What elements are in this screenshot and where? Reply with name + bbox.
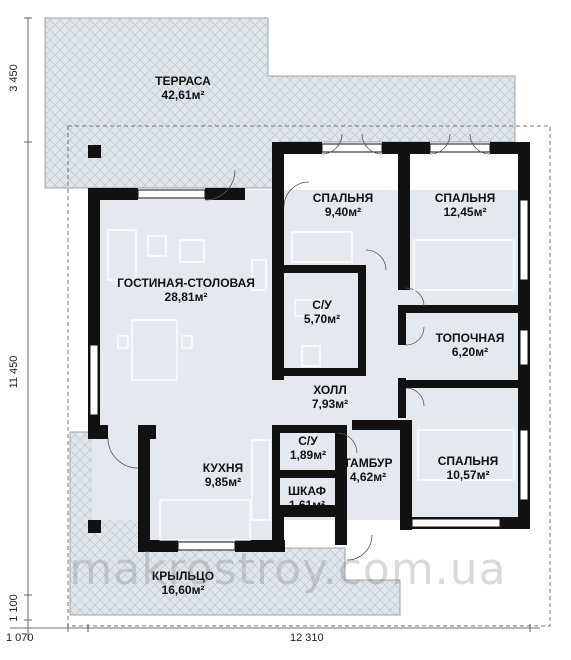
bath2-name: С/У bbox=[298, 434, 318, 448]
bedroom2-area-value: 12,45м² bbox=[443, 205, 487, 219]
bath1-label: С/У 5,70м² bbox=[287, 298, 357, 326]
terrace-area-value: 42,61м² bbox=[161, 88, 205, 102]
dimension-lines bbox=[10, 17, 540, 640]
bedroom3-area-value: 10,57м² bbox=[446, 468, 490, 482]
bath2-label: С/У 1,89м² bbox=[282, 434, 334, 462]
vestibule-area-value: 4,62м² bbox=[349, 470, 387, 484]
hall-name: ХОЛЛ bbox=[313, 383, 347, 397]
bedroom1-name: СПАЛЬНЯ bbox=[312, 191, 374, 205]
bedroom2-name: СПАЛЬНЯ bbox=[434, 191, 496, 205]
door-swings bbox=[107, 133, 491, 561]
windows bbox=[89, 143, 529, 551]
terrace-label: ТЕРРАСА 42,61м² bbox=[128, 74, 238, 102]
kitchen-label: КУХНЯ 9,85м² bbox=[178, 461, 268, 489]
porch-label: КРЫЛЬЦО 16,60м² bbox=[138, 569, 228, 597]
living-name: ГОСТИНАЯ-СТОЛОВАЯ bbox=[117, 276, 255, 290]
bath1-area-value: 5,70м² bbox=[303, 312, 341, 326]
interior-floor bbox=[92, 190, 522, 542]
furniture bbox=[107, 229, 515, 541]
vestibule-name: ТАМБУР bbox=[343, 456, 393, 470]
watermark: makrostroy.com.ua bbox=[69, 544, 507, 595]
bedroom3-label: СПАЛЬНЯ 10,57м² bbox=[420, 454, 516, 482]
boiler-label: ТОПОЧНАЯ 6,20м² bbox=[420, 331, 520, 359]
boiler-name: ТОПОЧНАЯ bbox=[435, 331, 505, 345]
closet-area-value: 1,61м² bbox=[288, 498, 326, 512]
hall-label: ХОЛЛ 7,93м² bbox=[290, 383, 370, 411]
terrace-name: ТЕРРАСА bbox=[155, 74, 211, 88]
dim-left-top: 3 450 bbox=[8, 64, 20, 92]
living-label: ГОСТИНАЯ-СТОЛОВАЯ 28,81м² bbox=[102, 276, 270, 304]
bedroom1-area-value: 9,40м² bbox=[324, 205, 362, 219]
dim-left-bottom: 1 100 bbox=[8, 594, 20, 622]
kitchen-name: КУХНЯ bbox=[202, 461, 244, 475]
bedroom3-name: СПАЛЬНЯ bbox=[437, 454, 499, 468]
hall-area-value: 7,93м² bbox=[311, 397, 349, 411]
dim-left-main: 11 450 bbox=[8, 355, 20, 389]
dim-bottom-main: 12 310 bbox=[290, 632, 324, 644]
bedroom1-label: СПАЛЬНЯ 9,40м² bbox=[298, 191, 388, 219]
roof-outline bbox=[67, 125, 551, 627]
bath2-area-value: 1,89м² bbox=[289, 448, 327, 462]
boiler-area-value: 6,20м² bbox=[451, 345, 489, 359]
bedroom2-label: СПАЛЬНЯ 12,45м² bbox=[420, 191, 510, 219]
dim-bottom-left: 1 070 bbox=[6, 632, 34, 644]
closet-label: ШКАФ 1,61м² bbox=[279, 484, 335, 512]
vestibule-label: ТАМБУР 4,62м² bbox=[336, 456, 400, 484]
porch-name: КРЫЛЬЦО bbox=[151, 569, 215, 583]
porch-area-value: 16,60м² bbox=[161, 583, 205, 597]
closet-name: ШКАФ bbox=[288, 484, 326, 498]
bath1-name: С/У bbox=[312, 298, 332, 312]
living-area-value: 28,81м² bbox=[164, 290, 208, 304]
kitchen-area-value: 9,85м² bbox=[204, 475, 242, 489]
